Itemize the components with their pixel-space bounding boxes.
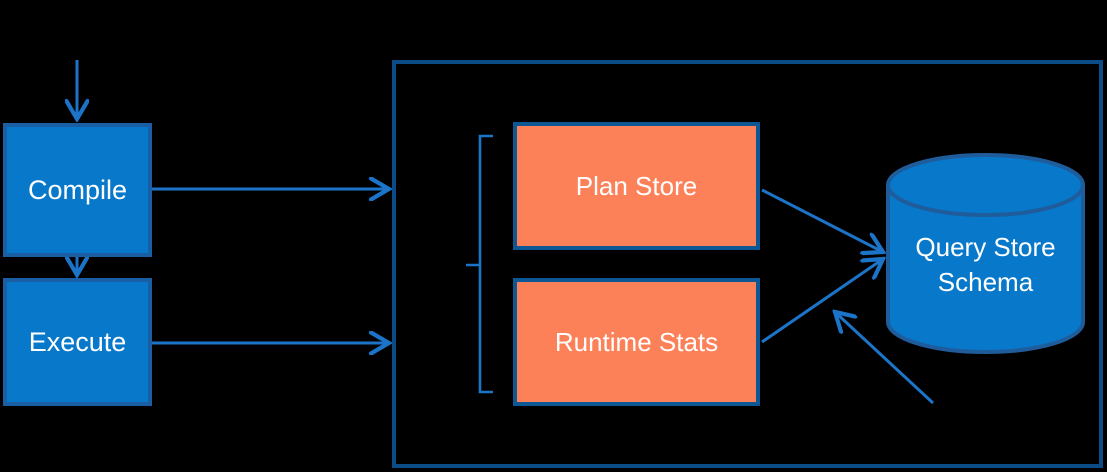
plan-store-label: Plan Store: [575, 170, 698, 201]
execute-node: Execute: [3, 278, 152, 406]
query-store-schema-label: Query Store Schema: [915, 232, 1056, 298]
cylinder-rim: [886, 184, 1085, 217]
plan-store-node: Plan Store: [513, 122, 760, 250]
query-store-container-box: [392, 60, 1103, 468]
runtime-stats-label: Runtime Stats: [554, 326, 719, 357]
compile-label: Compile: [27, 174, 128, 205]
runtime-stats-node: Runtime Stats: [513, 278, 760, 406]
arrow-runtime-stats-to-schema: [761, 259, 883, 344]
grouping-brace: [466, 134, 493, 394]
arrow-plan-store-to-schema: [761, 188, 883, 252]
cylinder-body: [886, 153, 1085, 354]
database-cylinder-icon: [886, 153, 1085, 354]
compile-node: Compile: [3, 123, 152, 257]
arrow-async-to-schema: [835, 312, 935, 405]
execute-label: Execute: [28, 326, 127, 357]
